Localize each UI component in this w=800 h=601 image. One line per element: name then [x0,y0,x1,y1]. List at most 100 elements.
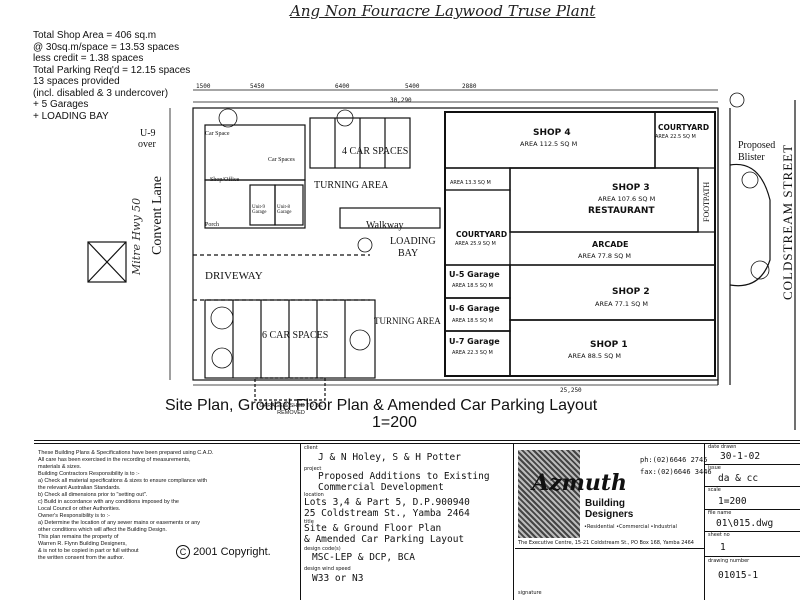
handwritten-header: Ang Non Fouracre Laywood Truse Plant [290,2,596,20]
calc-line: + 5 Garages [33,99,89,110]
garage-removed-outline [254,377,326,401]
copyright: C 2001 Copyright. [176,545,271,559]
drawing-number-value: 01015-1 [718,570,759,581]
garage-u5-label: U-5 Garage [449,270,500,279]
disclaimer-line: Building Contractors Responsibility is t… [38,471,140,477]
shop-4-area: AREA 112.5 SQ M [520,140,578,148]
turning-area-1-label: TURNING AREA [314,180,389,191]
porch-label: Porch [205,222,219,228]
shop-office-label: Shop/Office [210,177,240,183]
unit-8-garage-label: Unit-8 Garage [277,205,292,215]
turning-area-2-label: TURNING AREA [374,316,441,326]
divider [704,464,800,465]
lane-handwritten-label: Mitre Hwy 50 [130,197,143,275]
footpath-label: FOOTPATH [702,181,711,222]
residence-lower-outline [204,179,306,229]
tree-icon [336,109,354,127]
disclaimer-text: These Building Plans & Specifications ha… [38,450,296,562]
calc-line: Total Shop Area = 406 sq.m [33,30,157,41]
unit-8-garage-outline [274,184,304,226]
project-value: Proposed Additions to Existing Commercia… [318,471,490,493]
location-line-1: Lots 3,4 & Part 5, D.P.900940 [304,497,470,508]
divider [704,531,800,532]
divider [513,443,514,600]
garage-u5-area: AREA 18.5 SQ M [452,283,493,289]
divider [704,509,800,510]
divider [300,443,301,600]
sheet-divider [34,440,800,441]
dim-top: 1500 [196,83,211,90]
file-value: 01\015.dwg [716,518,774,529]
date-drawn-label: date drawn [708,444,737,450]
calc-line: Total Parking Req'd = 12.15 spaces [33,64,191,76]
courtyard-1-area: AREA 22.5 SQ M [655,134,696,140]
unit-9-label: U-9 [140,128,156,139]
disclaimer-line: This plan remains the property of [38,534,119,540]
tree-icon [210,306,234,330]
title-label: title [304,519,314,525]
copyright-icon: C [176,545,190,559]
disclaimer-line: c) Build in accordance with any conditio… [38,499,179,505]
plan-scale: 1=200 [372,414,417,431]
courtyard-2-area: AREA 25.9 SQ M [455,241,496,247]
firm-logo-text: Azmuth [532,470,627,496]
tree-icon [750,260,770,280]
design-codes-value: MSC-LEP & DCP, BCA [312,552,415,563]
client-label: client [304,445,318,451]
tree-icon [357,237,373,253]
parking-calculation-notes: Total Shop Area = 406 sq.m @ 30sq.m/spac… [33,30,190,122]
divider [704,556,800,557]
garage-u6-label: U-6 Garage [449,304,500,313]
title-line-2: & Amended Car Parking Layout [304,534,465,545]
calc-line: (incl. disabled & 3 undercover) [33,87,169,99]
scale-label: scale [708,487,721,493]
car-spaces-label: Car Spaces [268,157,295,163]
date-drawn-value: 30-1-02 [720,451,761,462]
firm-fax: fax:(02)6646 3446 [640,468,712,476]
lane-label: Convent Lane [150,176,165,255]
disclaimer-line: a) Check all material specifications & s… [38,478,208,484]
location-line-2: 25 Coldstream St., Yamba 2464 [304,508,470,519]
garage-u6-area: AREA 18.5 SQ M [452,318,493,324]
signature-label: signature [518,590,542,596]
arcade-area: AREA 77.8 SQ M [578,252,632,260]
drawing-number-label: drawing number [708,558,750,564]
north-point-box [87,241,127,283]
title-line-1: Site & Ground Floor Plan [304,523,442,534]
garage-removed-label: GARAGE & SHED TO BE REMOVED [259,403,323,416]
scale-value: 1=200 [718,496,747,507]
site-plan-drawing [87,89,796,430]
disclaimer-line: & is not to be copied in part or full wi… [38,548,139,554]
disclaimer-line: Owner's Responsibility is to :- [38,513,110,519]
courtyard-2-label: COURTYARD [456,230,508,239]
firm-phone: ph:(02)6646 2745 [640,456,708,464]
wind-value: W33 or N3 [312,573,364,584]
courtyard-2-outline [444,189,511,266]
copyright-text: 2001 Copyright. [193,546,271,558]
firm-logo-image [518,450,580,538]
wind-label: design wind speed [304,566,351,572]
bay-label: BAY [398,248,419,259]
disclaimer-line: These Building Plans & Specifications ha… [38,450,214,456]
disclaimer-line: other conditions which will affect the B… [38,527,167,533]
small-area-label: AREA 13.3 SQ M [450,180,491,186]
garage-u7-outline [444,330,511,377]
plan-title: Site Plan, Ground Floor Plan & Amended C… [165,397,598,414]
walkway-label: Walkway [366,220,404,231]
divider [704,443,705,600]
divider [704,486,800,487]
driveway-label: DRIVEWAY [205,270,263,282]
design-codes-label: design code(s) [304,546,341,552]
six-car-spaces-label: 6 CAR SPACES [262,330,329,341]
shop-2-label: SHOP 2 [612,287,650,297]
courtyard-1-outline [654,111,716,169]
garage-u7-area: AREA 22.3 SQ M [452,350,493,356]
disclaimer-line: Local Council or other Authorities. [38,506,121,512]
street-label: COLDSTREAM STREET [780,143,795,300]
calc-line: + LOADING BAY [33,110,109,122]
tree-icon [729,92,745,108]
issue-value: da & cc [718,473,759,484]
unit-9-sub: over [138,139,156,150]
tree-icon [349,329,371,351]
tree-icon [218,108,238,128]
